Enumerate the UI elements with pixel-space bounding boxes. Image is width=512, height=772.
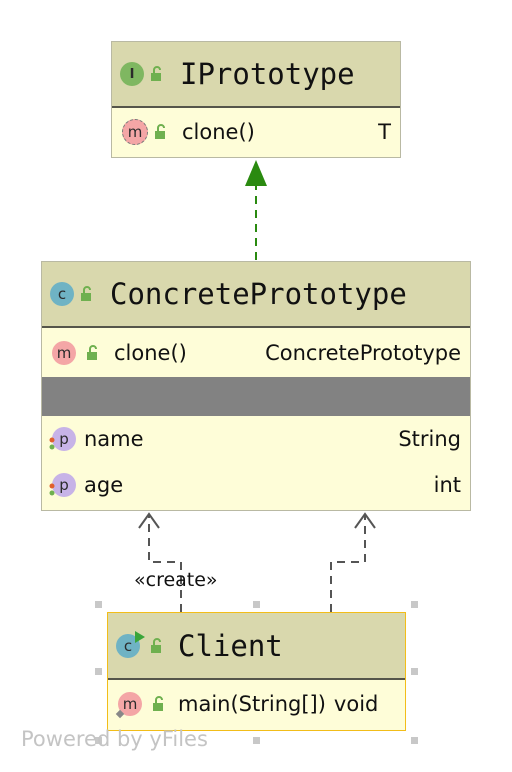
method-name: clone() bbox=[114, 340, 187, 365]
iprototype-node[interactable]: I IPrototype m clone() T bbox=[111, 41, 401, 158]
method-row[interactable]: m clone() ConcretePrototype bbox=[42, 328, 470, 377]
method-return-type: void bbox=[333, 692, 379, 716]
run-triangle-icon bbox=[135, 630, 145, 643]
property-row[interactable]: p name String bbox=[42, 416, 470, 462]
public-lock-icon bbox=[87, 344, 97, 360]
method-return-type: ConcretePrototype bbox=[265, 340, 461, 365]
create-edge-label: «create» bbox=[134, 569, 218, 591]
concreteprototype-node[interactable]: c ConcretePrototype m clone() ConcretePr… bbox=[41, 261, 471, 511]
method-icon: m bbox=[115, 692, 142, 719]
runnable-class-icon: c bbox=[116, 630, 145, 658]
watermark: Powered by yFiles bbox=[21, 727, 208, 751]
resize-handle-left[interactable] bbox=[95, 668, 102, 675]
getter-setter-dot-icon bbox=[49, 483, 55, 496]
property-type: String bbox=[398, 427, 461, 451]
public-lock-icon bbox=[155, 124, 165, 139]
method-icon: m bbox=[122, 119, 148, 145]
resize-handle-top-right[interactable] bbox=[411, 601, 418, 608]
method-return-type: T bbox=[378, 120, 391, 144]
resize-handle-top[interactable] bbox=[253, 601, 260, 608]
property-name: age bbox=[84, 473, 124, 497]
client-header: c Client bbox=[108, 613, 405, 680]
resize-handle-bottom-left[interactable] bbox=[95, 737, 102, 744]
method-row[interactable]: m clone() T bbox=[112, 108, 400, 156]
public-lock-icon bbox=[153, 696, 163, 711]
public-lock-icon bbox=[151, 66, 161, 81]
public-lock-icon bbox=[81, 286, 91, 301]
iprototype-header: I IPrototype bbox=[112, 42, 400, 108]
static-pin-icon bbox=[115, 709, 125, 719]
create-dependency-arrowhead bbox=[138, 512, 160, 529]
property-row[interactable]: p age int bbox=[42, 462, 470, 508]
property-type: int bbox=[433, 473, 461, 497]
client-node[interactable]: c Client m main(String[]) void bbox=[107, 612, 406, 731]
concreteprototype-header: c ConcretePrototype bbox=[42, 262, 470, 328]
fields-section-divider bbox=[42, 377, 470, 416]
property-icon: p bbox=[49, 427, 76, 451]
public-lock-icon bbox=[151, 637, 161, 653]
usage-dependency-edge[interactable] bbox=[330, 514, 366, 612]
method-name: main(String[]) bbox=[178, 692, 326, 716]
class-icon: c bbox=[50, 282, 74, 306]
method-name: clone() bbox=[182, 120, 255, 144]
resize-handle-top-left[interactable] bbox=[95, 601, 102, 608]
property-name: name bbox=[84, 427, 144, 451]
method-icon: m bbox=[52, 340, 76, 365]
property-icon: p bbox=[49, 473, 76, 497]
interface-icon: I bbox=[120, 62, 144, 86]
resize-handle-bottom-right[interactable] bbox=[411, 737, 418, 744]
method-row[interactable]: m main(String[]) void bbox=[108, 680, 405, 728]
client-title: Client bbox=[178, 628, 283, 663]
iprototype-title: IPrototype bbox=[180, 57, 355, 91]
concreteprototype-title: ConcretePrototype bbox=[110, 277, 407, 311]
resize-handle-bottom[interactable] bbox=[253, 737, 260, 744]
create-dependency-edge[interactable] bbox=[148, 514, 182, 612]
realization-arrowhead bbox=[245, 160, 267, 186]
usage-dependency-arrowhead bbox=[354, 512, 376, 529]
getter-setter-dot-icon bbox=[49, 437, 55, 450]
resize-handle-right[interactable] bbox=[411, 668, 418, 675]
